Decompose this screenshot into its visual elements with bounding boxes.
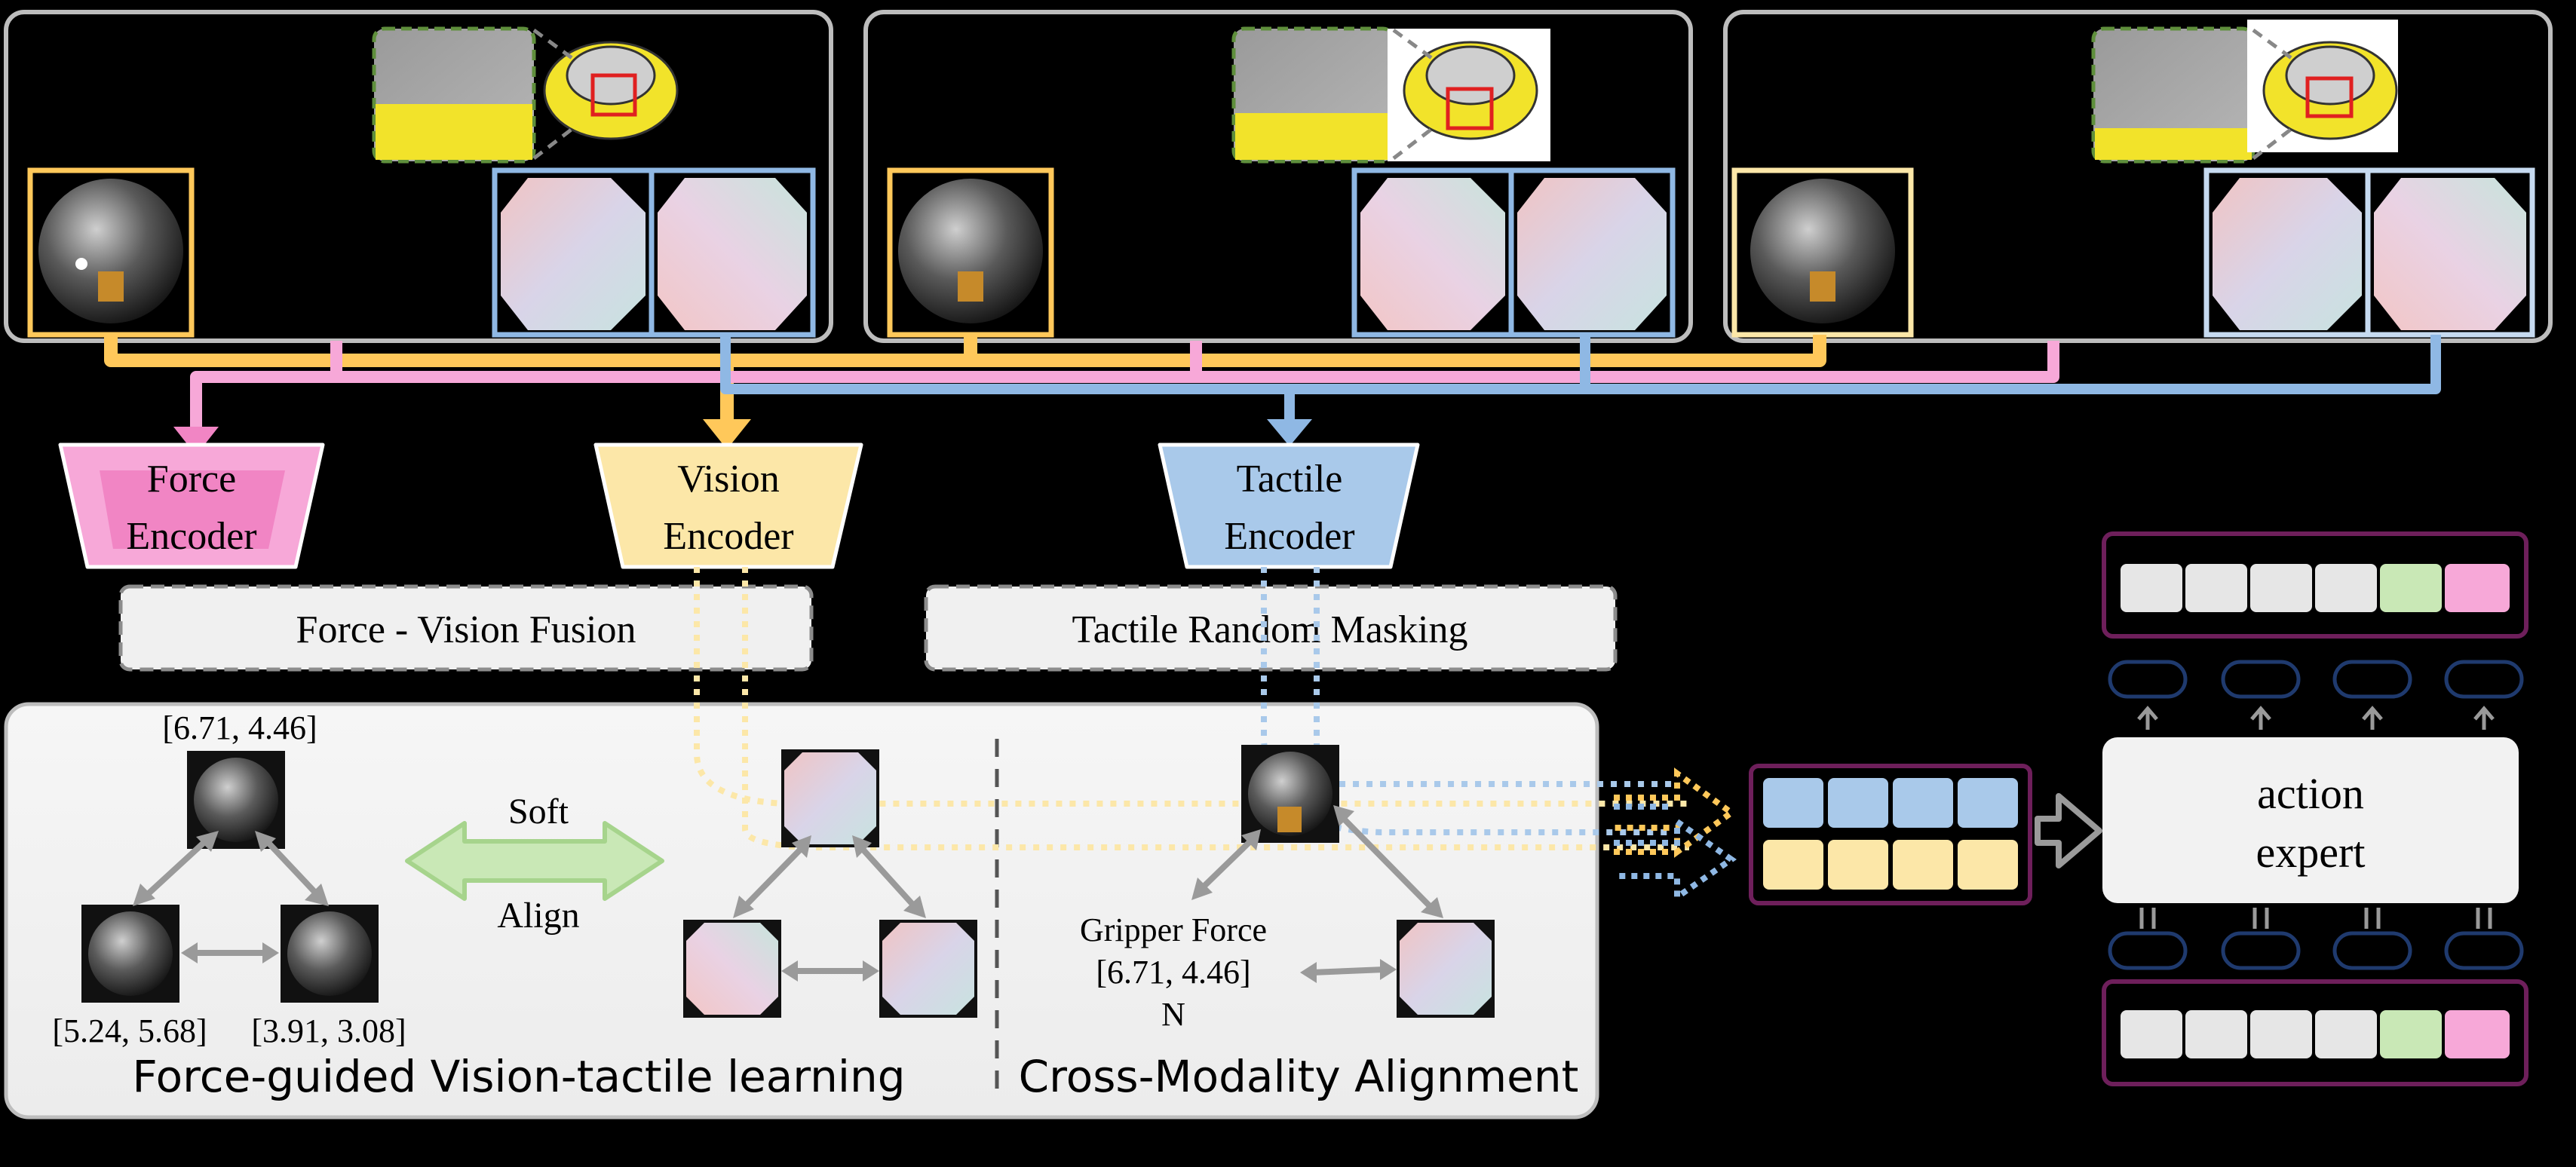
cross-modality-title: Cross-Modality Alignment [1019,1051,1579,1102]
gripper-force-label: Gripper Force [1080,911,1267,948]
to-action-arrow [2035,793,2102,868]
vision-encoder-label-1: Vision [677,458,780,501]
up-arrows [2137,706,2495,730]
tactile-triangle [683,749,977,1018]
top-token-row [2102,531,2528,639]
force-encoder: Force Encoder [58,443,325,569]
force-vision-fusion-label: Force - Vision Fusion [296,608,636,651]
gripper-force-unit: N [1161,996,1185,1033]
force-encoder-label-1: Force [147,458,236,501]
force-encoder-label-2: Encoder [126,515,256,558]
tactile-image-right [658,178,807,330]
soft-align-arrow: Soft Align [405,792,664,936]
action-expert-label-2: expert [2256,828,2366,877]
action-expert-label-1: action [2257,769,2364,818]
tactile-image-left [501,178,646,330]
tactile-masking-label: Tactile Random Masking [1072,608,1468,651]
soft-label: Soft [508,792,569,832]
scene-1 [27,26,816,338]
tactile-encoder: Tactile Encoder [1158,443,1420,569]
top-slot-row [2108,660,2524,699]
scene-panel-1 [4,10,833,343]
vision-encoder-label-2: Encoder [663,515,793,558]
scene-panel-3 [1723,10,2553,343]
vision-arrowhead [703,419,751,449]
down-connectors [2139,908,2492,929]
vision-triangle: [6.71, 4.46] [5.24, 5.68] [3.91, 3.08] [52,709,406,1049]
force-value-left: [5.24, 5.68] [52,1012,207,1049]
cross-modality-group: Gripper Force [6.71, 4.46] N [1080,745,1495,1033]
fusion-arrows-lower [1614,816,1737,903]
force-connector [190,341,2059,430]
tactile-arrowhead [1267,419,1312,446]
tactile-encoder-label-1: Tactile [1237,458,1343,501]
tactile-masking-box: Tactile Random Masking [924,584,1618,672]
force-value-right: [3.91, 3.08] [251,1012,406,1049]
tactile-encoder-label-2: Encoder [1224,515,1354,558]
scene-3 [1731,20,2535,338]
fused-token-group [1749,764,2032,905]
zoom-yellow-base [376,104,532,160]
align-label: Align [497,896,579,936]
force-guided-title: Force-guided Vision-tactile learning [132,1051,905,1102]
vision-encoder: Vision Encoder [593,443,863,569]
gripper-force-value: [6.71, 4.46] [1096,954,1250,991]
force-vision-fusion-box: Force - Vision Fusion [118,584,814,672]
bottom-token-row [2102,979,2528,1086]
scene-2 [887,26,1676,338]
connector-lines [104,335,2441,430]
scene-panels [4,10,2553,343]
tactile-connector [720,335,2441,422]
action-expert: action expert [2102,737,2519,903]
bottom-slot-row [2108,931,2524,970]
force-value-top: [6.71, 4.46] [162,709,317,746]
fisheye-view [38,179,183,323]
object-icon [532,28,679,160]
learning-panel [4,702,1599,1120]
scene-panel-2 [863,10,1693,343]
force-arrowhead [173,427,219,455]
